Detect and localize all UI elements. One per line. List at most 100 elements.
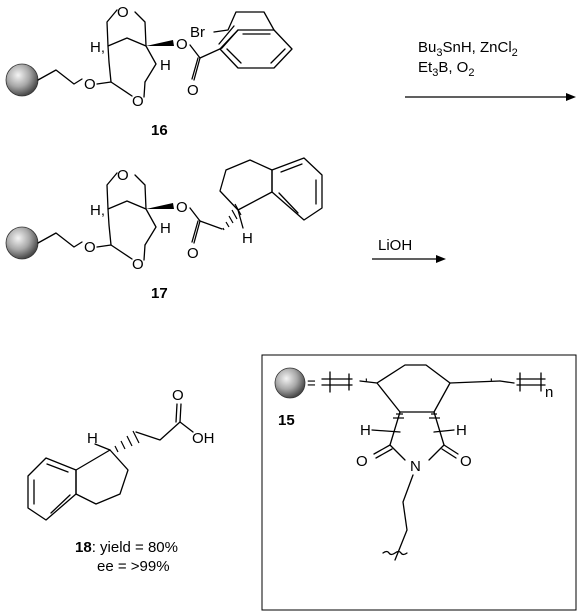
bond (94, 443, 111, 451)
atom-o-left: O (356, 453, 368, 470)
compound-16: O O O H , H O O Br (5, 4, 293, 110)
bond (175, 403, 178, 423)
atom-h-left: H (360, 422, 371, 439)
bond (218, 25, 235, 45)
bond (33, 463, 71, 514)
bond (226, 33, 286, 64)
bond (371, 429, 401, 433)
bond (179, 403, 182, 423)
compound-number-16: 16 (151, 122, 168, 139)
bond (134, 11, 147, 47)
bond (110, 244, 133, 260)
resin-bead-icon (274, 367, 306, 399)
bond (376, 364, 451, 413)
reagent-line-2: Et3B, O2 (418, 59, 474, 79)
atom-o-carbonyl: O (187, 245, 199, 262)
bond (110, 81, 133, 97)
hash-mark: ' (365, 375, 368, 391)
legend-box (261, 354, 577, 611)
benzene-ring (219, 29, 293, 69)
wedge-bond (146, 40, 174, 46)
atom-oh: OH (192, 430, 215, 447)
legend-equals: = (307, 375, 316, 392)
hash-mark: ' (490, 375, 493, 391)
compound-18-caption-line2: ee = >99% (97, 558, 170, 575)
bond (107, 200, 157, 246)
atom-o-ring-bottom: O (132, 256, 144, 273)
bond (373, 444, 393, 459)
resin-bead-icon (5, 226, 39, 260)
bond (191, 220, 199, 243)
bond (106, 9, 118, 47)
reagent-line-1: Bu3SnH, ZnCl2 (418, 39, 518, 59)
bond (441, 444, 459, 459)
atom-h-top: H (90, 39, 101, 56)
atom-h-top: H (90, 202, 101, 219)
bond (189, 207, 201, 244)
atom-h-bottom: H (160, 220, 171, 237)
bond (389, 411, 445, 461)
bond (394, 474, 414, 561)
bond (237, 209, 244, 229)
arrow-head-2 (436, 255, 446, 263)
arrow-head-1 (566, 93, 576, 101)
hashed-wedge-bond (114, 430, 140, 453)
atom-o-carbonyl: O (172, 387, 184, 404)
atom-h-stereo: H (87, 430, 98, 447)
benzene-ring (27, 457, 77, 521)
compound-number-15: 15 (278, 412, 295, 429)
wedge-bond (146, 203, 174, 209)
atom-o-ether: O (84, 76, 96, 93)
resin-bead-icon (5, 63, 39, 97)
bond (179, 421, 194, 433)
bond (75, 449, 129, 505)
bond (213, 11, 275, 33)
polymer-backbone (321, 371, 546, 393)
bond (191, 57, 199, 80)
atom-br: Br (190, 24, 205, 41)
reagent-lioh: LiOH (378, 237, 412, 254)
atom-o-ring-bottom: O (132, 93, 144, 110)
hashed-wedge-bond (393, 413, 440, 419)
bond (219, 159, 273, 211)
hashed-wedge-bond (222, 203, 242, 231)
bond (37, 232, 83, 248)
atom-n: N (410, 458, 421, 475)
bond (449, 380, 501, 384)
bond (37, 69, 83, 85)
atom-o-ether: O (84, 239, 96, 256)
atom-h-bottom: H (160, 57, 171, 74)
bond (96, 244, 112, 248)
atom-o-ring-top: O (117, 167, 129, 184)
compound-18: H O OH (27, 387, 215, 521)
compound-18-caption-line1: 18: yield = 80% (75, 539, 178, 556)
bond (278, 163, 317, 214)
bond (199, 220, 223, 230)
compound-17: O O O H , H O O H (5, 157, 323, 273)
atom-h-stereo: H (242, 230, 253, 247)
bond (135, 421, 181, 441)
atom-o-ring-top: O (117, 4, 129, 21)
hash-mark: , (101, 202, 105, 218)
bond (134, 174, 147, 210)
atom-o-ester: O (176, 36, 188, 53)
bond (143, 244, 146, 261)
bond (107, 37, 157, 83)
hash-mark: , (101, 39, 105, 55)
atom-o-carbonyl: O (187, 82, 199, 99)
step1-reagents: Bu3SnH, ZnCl2 Et3B, O2 (405, 39, 576, 101)
atom-h-right: H (456, 422, 467, 439)
legend-repeat-n: n (545, 384, 553, 401)
atom-o-right: O (460, 453, 472, 470)
bond (143, 81, 146, 98)
legend-15: = 15 n ' ' H H (261, 354, 577, 611)
atom-o-ester: O (176, 199, 188, 216)
bond (106, 172, 118, 210)
bond (96, 81, 112, 85)
benzene-ring (271, 157, 323, 221)
bond (433, 429, 455, 433)
wavy-bond (382, 550, 408, 556)
step2-reagents: LiOH (372, 237, 446, 263)
bond (189, 44, 201, 81)
